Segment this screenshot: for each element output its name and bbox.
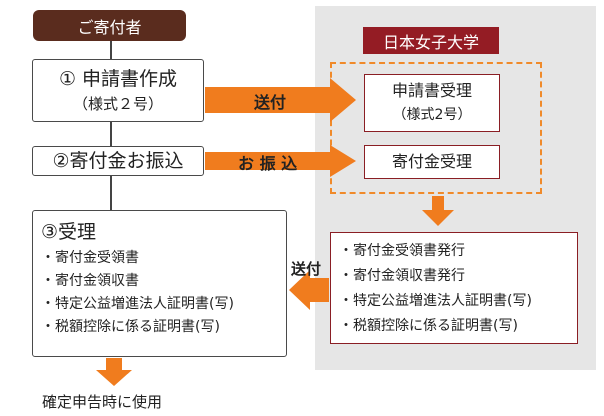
list-item: ・寄付金受領書	[41, 250, 139, 266]
dashed-frame	[330, 62, 542, 194]
arrow-pay-icon	[205, 145, 356, 177]
arrow-send-label: 送付	[254, 93, 287, 112]
list-item: ・寄付金領収書発行	[339, 268, 465, 284]
univ-receive-money-box: 寄付金受理	[364, 145, 500, 179]
connector-line	[110, 41, 112, 59]
step2-box: ②寄付金お振込	[32, 146, 204, 176]
step3-title: ③受理	[41, 221, 97, 243]
step1-box: ① 申請書作成 （様式２号）	[32, 59, 204, 122]
univ-receive-app-sub: （様式2号）	[392, 107, 472, 123]
list-item: ・特定公益増進法人証明書(写)	[41, 296, 234, 312]
univ-issue-list: ・寄付金受領書発行 ・寄付金領収書発行 ・特定公益増進法人証明書(写) ・税額控…	[339, 239, 577, 339]
donor-tag: ご寄付者	[33, 10, 186, 41]
list-item: ・特定公益増進法人証明書(写)	[339, 293, 532, 309]
arrow-bottom-icon	[96, 358, 132, 386]
step1-title: ① 申請書作成	[58, 67, 178, 90]
connector-line	[110, 176, 112, 210]
arrow-send-icon	[205, 78, 356, 122]
step2-title: ②寄付金お振込	[52, 150, 184, 172]
arrow-return-icon	[289, 270, 329, 310]
list-item: ・税額控除に係る証明書(写)	[41, 319, 220, 335]
step1-sub: （様式２号）	[72, 94, 163, 113]
arrow-return-label: 送付	[291, 260, 322, 278]
arrow-pay-label: お 振 込	[238, 154, 298, 173]
univ-issue-box: ・寄付金受領書発行 ・寄付金領収書発行 ・特定公益増進法人証明書(写) ・税額控…	[330, 232, 578, 344]
step3-box: ③受理 ・寄付金受領書 ・寄付金領収書 ・特定公益増進法人証明書(写) ・税額控…	[32, 210, 287, 357]
connector-line	[110, 122, 112, 146]
list-item: ・寄付金領収書	[41, 273, 139, 289]
list-item: ・税額控除に係る証明書(写)	[339, 318, 518, 334]
list-item: ・寄付金受領書発行	[339, 243, 465, 259]
arrow-down-icon	[422, 196, 454, 226]
univ-receive-app-title: 申請書受理	[391, 81, 472, 100]
university-tag: 日本女子大学	[363, 27, 499, 54]
univ-receive-money-title: 寄付金受理	[391, 152, 472, 171]
step3-list: ・寄付金受領書 ・寄付金領収書 ・特定公益増進法人証明書(写) ・税額控除に係る…	[41, 247, 286, 339]
univ-receive-app-box: 申請書受理 （様式2号）	[364, 74, 500, 132]
bottom-note: 確定申告時に使用	[42, 393, 163, 411]
